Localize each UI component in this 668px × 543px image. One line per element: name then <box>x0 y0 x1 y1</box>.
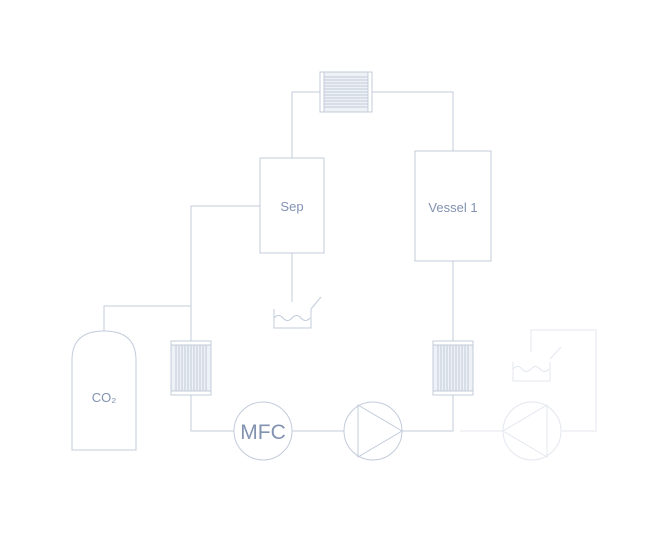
inactive-branch <box>460 329 597 432</box>
vessel-label: Vessel 1 <box>428 200 477 215</box>
heat-exchanger-top[interactable] <box>319 71 373 113</box>
pipe-faded-loop <box>530 329 597 432</box>
pump-arrow-left-icon <box>502 404 548 458</box>
collection-vessel-faded[interactable] <box>512 346 562 382</box>
pipe-pump-to-right-hx <box>402 395 454 432</box>
piping <box>103 91 454 432</box>
pipe-sep-to-left-hx <box>190 205 260 341</box>
pipe-co2-feed <box>103 305 191 331</box>
pipe-left-hx-to-mfc <box>190 395 235 432</box>
pump-main[interactable] <box>343 401 403 461</box>
pump-arrow-right-icon <box>357 404 403 458</box>
pump-faded[interactable] <box>502 401 562 461</box>
collection-vessel[interactable] <box>273 296 322 329</box>
separator-label: Sep <box>280 199 303 214</box>
heat-exchanger-right[interactable] <box>432 340 474 396</box>
pipe-top-hx-to-vessel <box>372 91 454 151</box>
vessel-1[interactable]: Vessel 1 <box>414 150 492 262</box>
mass-flow-controller[interactable]: MFC <box>233 401 293 461</box>
co2-cylinder[interactable]: CO₂ <box>71 330 137 451</box>
separator-vessel[interactable]: Sep <box>259 157 325 254</box>
heat-exchanger-left[interactable] <box>170 340 212 396</box>
pipe-sep-to-top-hx <box>291 91 320 158</box>
co2-label: CO₂ <box>92 390 117 405</box>
mfc-label: MFC <box>240 421 286 444</box>
